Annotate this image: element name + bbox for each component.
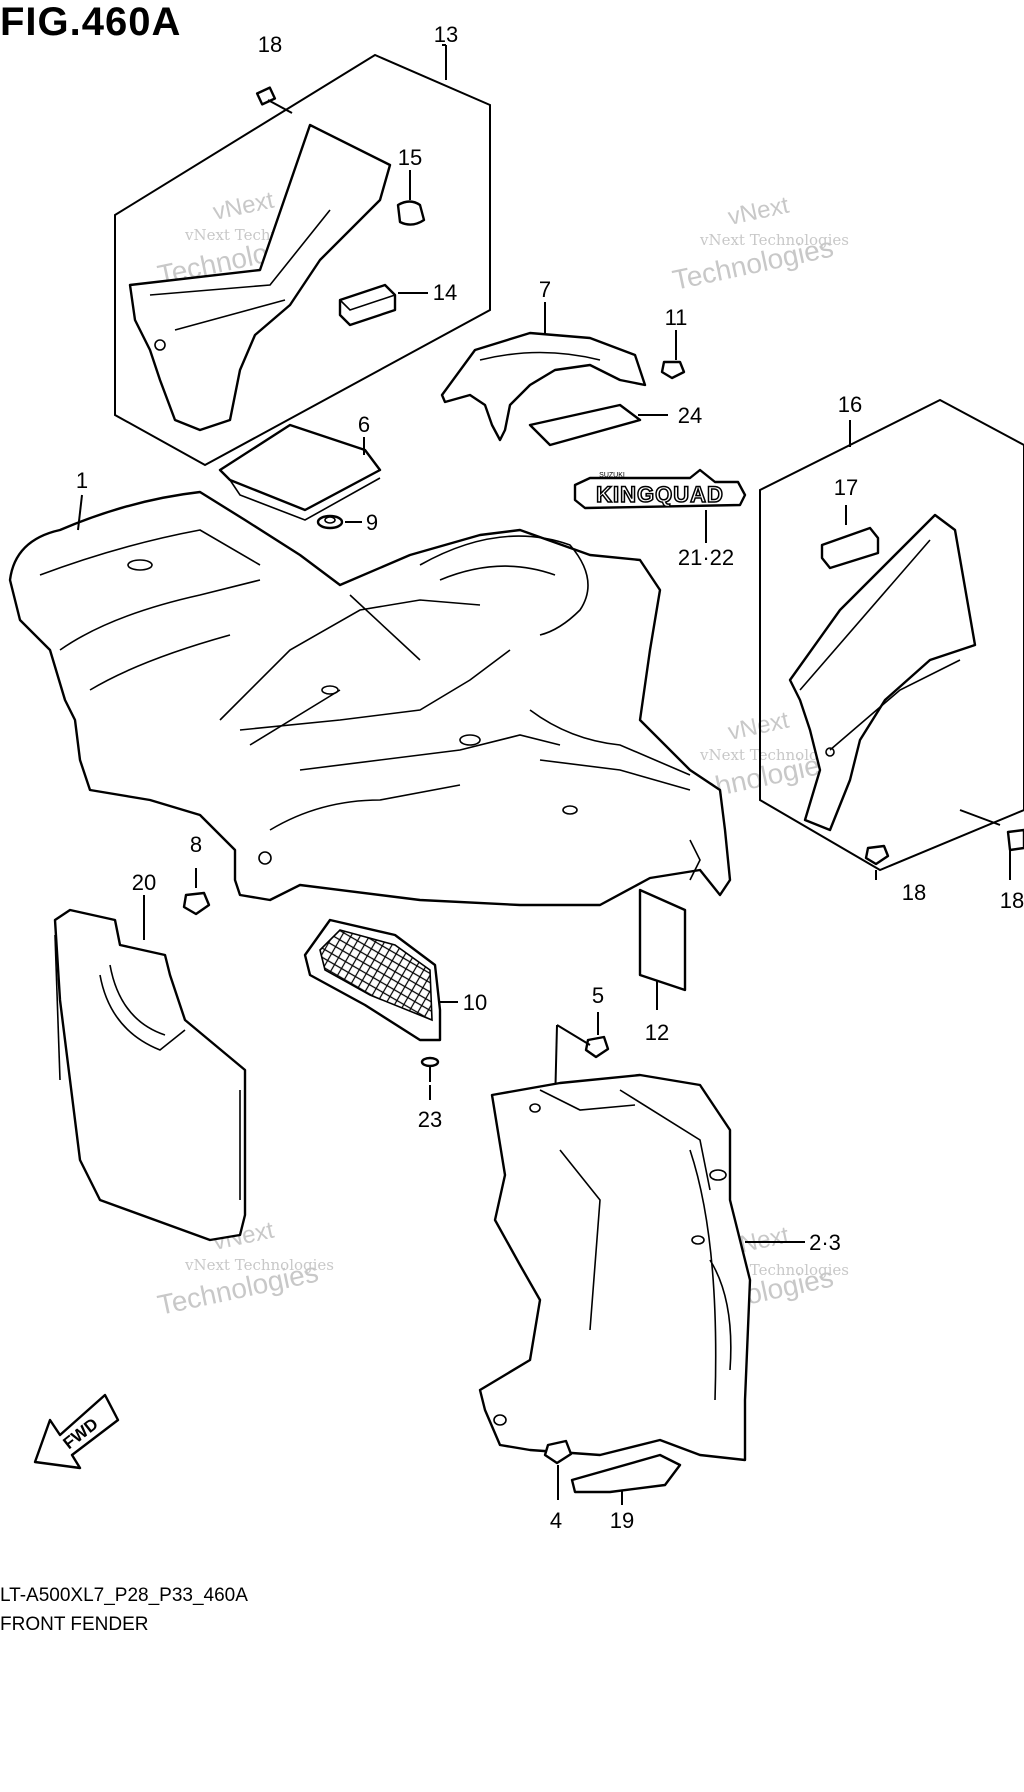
part-6-lid [218,423,382,521]
badge-text: KINGQUAD [596,482,724,507]
bolt-18-right [1006,828,1024,852]
part-24-pad [528,403,642,447]
callout-1: 1 [76,468,88,493]
kingquad-badge: KINGQUAD SUZUKI [573,468,747,510]
callout-19: 19 [610,1508,634,1533]
callout-5: 5 [592,983,604,1008]
callout-23: 23 [418,1107,442,1132]
callout-18-mid: 18 [902,880,926,905]
figure-title: FIG.460A [0,0,182,44]
callout-12: 12 [645,1020,669,1045]
callout-9: 9 [366,510,378,535]
screw-23 [420,1056,440,1082]
part-17-pad [820,526,880,570]
figure-description: FRONT FENDER [0,1614,149,1635]
callout-labels: 18 13 15 14 7 11 24 6 9 1 16 17 21·22 8 … [76,22,1024,1533]
watermark-text: vNext Technologies [699,231,849,249]
callout-21-22: 21·22 [678,545,734,570]
badge-small-text: SUZUKI [599,472,625,479]
part-1-front-fender [8,490,732,907]
callout-13: 13 [434,22,458,47]
leader-lines [77,44,1011,1505]
inset-box-13 [114,53,491,467]
watermark-text: vNext [726,192,792,231]
part-14-pad [338,283,397,327]
callout-18-right: 18 [1000,888,1024,913]
callout-17: 17 [834,475,858,500]
bolt-18-mid [864,844,890,866]
watermark-text: vNext Technologies [699,746,849,764]
callout-16: 16 [838,392,862,417]
part-20-shield [53,908,247,1242]
part-2-3-mudguard [478,1073,752,1462]
fwd-direction-arrow: FWD [33,1393,120,1470]
part-7-cover [440,331,647,442]
callout-10: 10 [463,990,487,1015]
callout-2-3: 2·3 [809,1230,841,1255]
callout-18-top: 18 [258,32,282,57]
watermark-text: vNext [726,707,792,746]
callout-4: 4 [550,1508,562,1533]
watermark-text: vNext [211,187,277,226]
grommet-9 [316,514,344,530]
bolt-18-top [255,86,293,114]
watermark-text: vNext Technologies [184,1256,334,1274]
callout-15: 15 [398,145,422,170]
part-12-pad [638,888,687,992]
model-code: LT-A500XL7_P28_P33_460A [0,1585,248,1606]
inset-box-16 [759,398,1024,872]
callout-20: 20 [132,870,156,895]
part-10-grille [303,918,442,1042]
bolt-11 [660,360,686,380]
bolt-8 [182,868,211,916]
part-16-inner-panel [788,513,977,832]
callout-8: 8 [190,832,202,857]
part-13-inner-panel [128,123,392,432]
part-19-flap [570,1453,682,1494]
callout-11: 11 [665,305,688,330]
callout-7: 7 [539,277,551,302]
callout-24: 24 [678,403,702,428]
callout-14: 14 [433,280,457,305]
bolt-4 [543,1439,573,1465]
part-15-cushion [396,200,426,226]
callout-6: 6 [358,412,370,437]
